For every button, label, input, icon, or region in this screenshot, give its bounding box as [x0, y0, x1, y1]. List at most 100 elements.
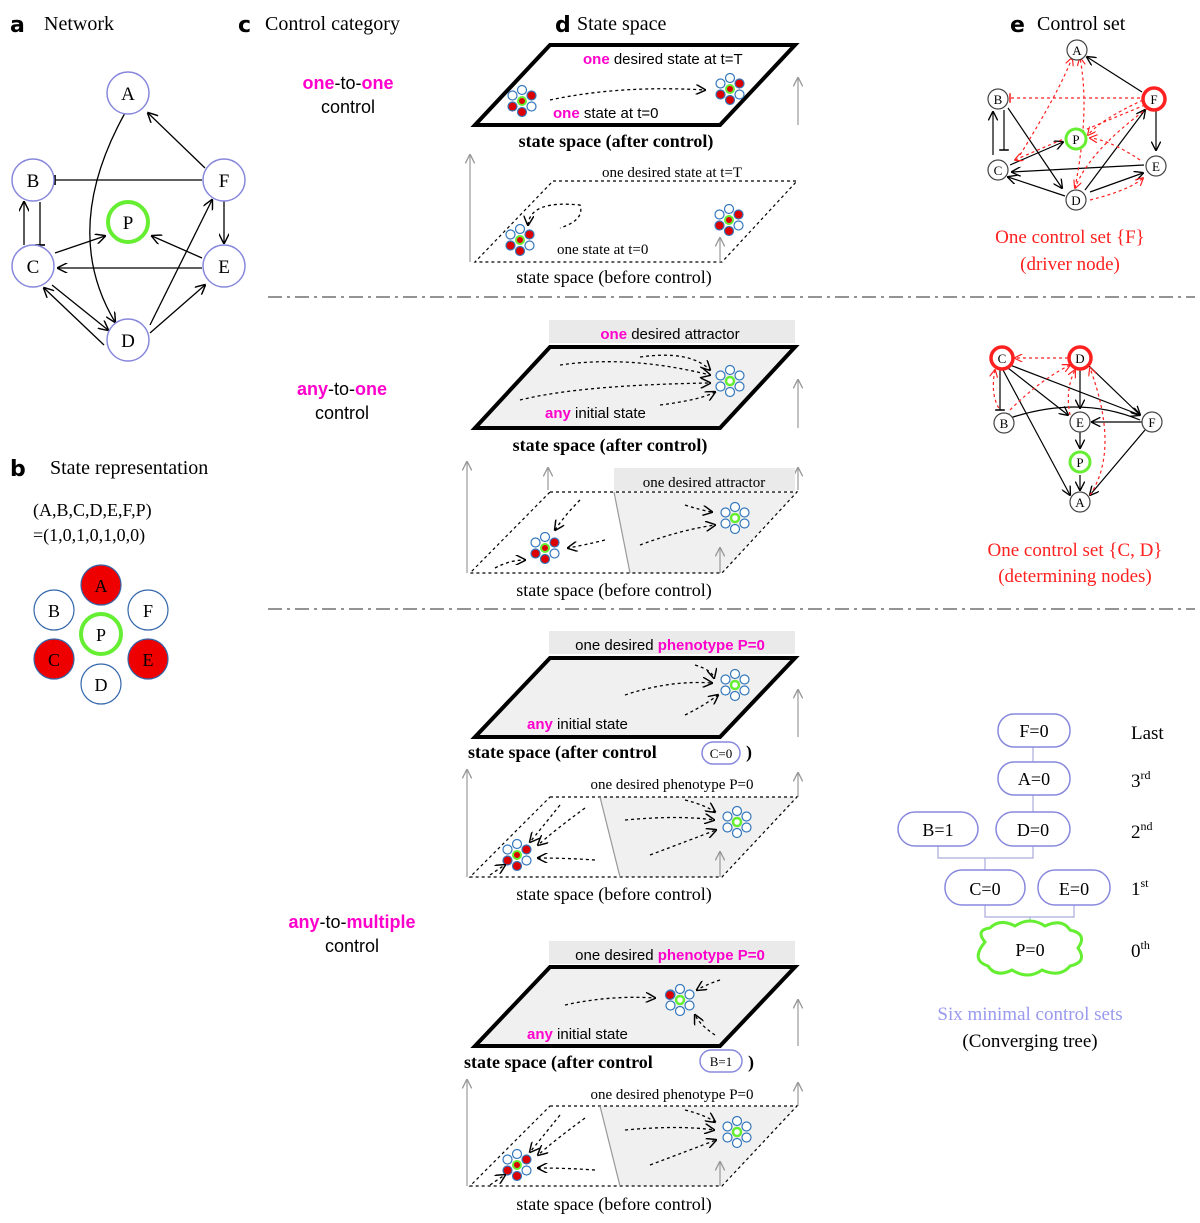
banner-desired-attractor-bottom: one desired attractor [643, 475, 765, 491]
panel-c: c Control category one-to-one control an… [238, 13, 416, 956]
category-control-2: control [315, 403, 369, 423]
svg-text:E: E [218, 257, 230, 278]
svg-text:P: P [1076, 455, 1083, 470]
tree-level-last: Last [1131, 723, 1164, 744]
any-initial-state-3b: any initial state [527, 1026, 628, 1043]
category-control-3: control [325, 936, 379, 956]
control-pill-c0: C=0 [701, 741, 741, 765]
network-node-d: D [106, 318, 150, 362]
svg-text:D: D [121, 331, 135, 352]
control-network-2: C D B E F P A One control set {C, D} (de… [988, 345, 1163, 587]
banner-phenotype-bottom-3b: one desired phenotype P=0 [590, 1087, 753, 1103]
svg-text:E=0: E=0 [1059, 879, 1089, 899]
svg-text:D: D [95, 675, 108, 695]
network-node-f: F [202, 158, 246, 202]
net1-node-f: F [1141, 86, 1167, 112]
net2-node-b: B [993, 412, 1015, 434]
state-node-a: A [80, 564, 122, 606]
state-node-p: P [79, 612, 123, 656]
bottom-state-label-1: one state at t=0 [557, 242, 648, 258]
category-control-1: control [321, 97, 375, 117]
svg-text:F: F [1148, 415, 1155, 430]
net2-node-d: D [1067, 345, 1093, 371]
svg-text:F=0: F=0 [1019, 721, 1048, 741]
state-space-row-1: one desired state at t=T one state at t=… [470, 43, 798, 288]
svg-text:F: F [219, 171, 230, 192]
banner-phenotype-top-3b: one desired phenotype P=0 [575, 947, 765, 964]
tree-level-2nd: 2nd [1131, 819, 1153, 843]
tree-node-f: F=0 [997, 713, 1071, 748]
state-node-e: E [127, 638, 169, 680]
net2-node-f: F [1141, 411, 1163, 433]
panel-e: e Control set [897, 13, 1167, 1052]
svg-text:E: E [143, 650, 154, 670]
plane-after-control-2 [470, 345, 800, 430]
category-any-to-multiple: any-to-multiple [288, 912, 415, 932]
svg-text:A: A [1072, 43, 1082, 58]
svg-text:B: B [994, 92, 1003, 107]
caption-after-control-2: state space (after control) [513, 435, 708, 456]
network-node-e: E [202, 244, 246, 288]
caption-after-control-1: state space (after control) [519, 131, 714, 152]
svg-text:P: P [123, 213, 134, 234]
control-set-subcaption-2: (determining nodes) [998, 566, 1152, 587]
svg-text:C: C [48, 650, 60, 670]
plane-before-control-3b [468, 1105, 799, 1187]
state-node-f: F [127, 589, 169, 631]
tree-node-e: E=0 [1037, 869, 1111, 906]
caption-before-control-1: state space (before control) [516, 267, 711, 288]
svg-text:A: A [95, 576, 108, 596]
panel-title-b: State representation [50, 457, 208, 479]
svg-text:A=0: A=0 [1018, 769, 1050, 789]
svg-text:B: B [27, 171, 40, 192]
panel-title-e: Control set [1037, 13, 1126, 35]
svg-text:D: D [1071, 193, 1080, 208]
net1-node-c: C [987, 159, 1009, 181]
plane-before-control-2 [468, 491, 799, 574]
svg-text:P: P [1072, 132, 1079, 147]
banner-phenotype-bottom-3a: one desired phenotype P=0 [590, 777, 753, 793]
panel-a: a Network A B F P C E D [10, 13, 246, 362]
control-set-caption-1: One control set {F} [995, 227, 1145, 248]
svg-text:A: A [121, 84, 135, 105]
state-label-1: one state at t=0 [553, 105, 658, 122]
svg-text:F: F [1150, 92, 1157, 107]
control-set-caption-2: One control set {C, D} [988, 540, 1163, 561]
network-node-a: A [106, 71, 150, 115]
bottom-desired-label-1: one desired state at t=T [602, 165, 742, 181]
desired-state-label-1: one desired state at t=T [583, 51, 743, 68]
svg-text:D: D [1075, 351, 1084, 366]
plane-before-control-3a [468, 796, 799, 878]
panel-b: b State representation (A,B,C,D,E,F,P) =… [10, 457, 208, 705]
tree-node-b: B=1 [897, 811, 979, 847]
net2-node-c: C [989, 345, 1015, 371]
svg-text:C=0: C=0 [969, 879, 1000, 899]
svg-text:B: B [48, 601, 60, 621]
network-node-p: P [106, 200, 150, 244]
state-space-row-3a: one desired phenotype P=0 any initial st… [467, 631, 798, 905]
state-vector-values: =(1,0,1,0,1,0,0) [33, 525, 145, 546]
caption-after-control-3a: state space (after control [468, 742, 657, 763]
tree-node-d: D=0 [995, 811, 1071, 847]
tree-caption-minimal-sets: Six minimal control sets [937, 1004, 1122, 1025]
tree-caption-converging: (Converging tree) [962, 1031, 1097, 1052]
banner-phenotype-top-3a: one desired phenotype P=0 [575, 637, 765, 654]
svg-text:C: C [27, 257, 40, 278]
panel-letter-c: c [238, 13, 251, 38]
control-set-subcaption-1: (driver node) [1020, 254, 1120, 275]
category-one-to-one: one-to-one [302, 73, 393, 93]
tree-node-c: C=0 [944, 869, 1026, 906]
any-initial-state-2: any initial state [545, 405, 646, 422]
svg-text:P: P [96, 625, 106, 645]
plane-after-control-3b [470, 965, 800, 1048]
svg-text:P=0: P=0 [1015, 940, 1044, 960]
converging-tree: F=0 A=0 B=1 D=0 C=0 E=0 P=0 Last 3rd 2nd… [897, 713, 1164, 1052]
state-node-c: C [33, 638, 75, 680]
state-vector-names: (A,B,C,D,E,F,P) [33, 500, 152, 521]
panel-letter-b: b [10, 457, 26, 482]
svg-text:D=0: D=0 [1017, 820, 1049, 840]
svg-text:C: C [994, 163, 1003, 178]
plane-after-control-3a [470, 656, 800, 739]
caption-close-3a: ) [746, 742, 752, 763]
